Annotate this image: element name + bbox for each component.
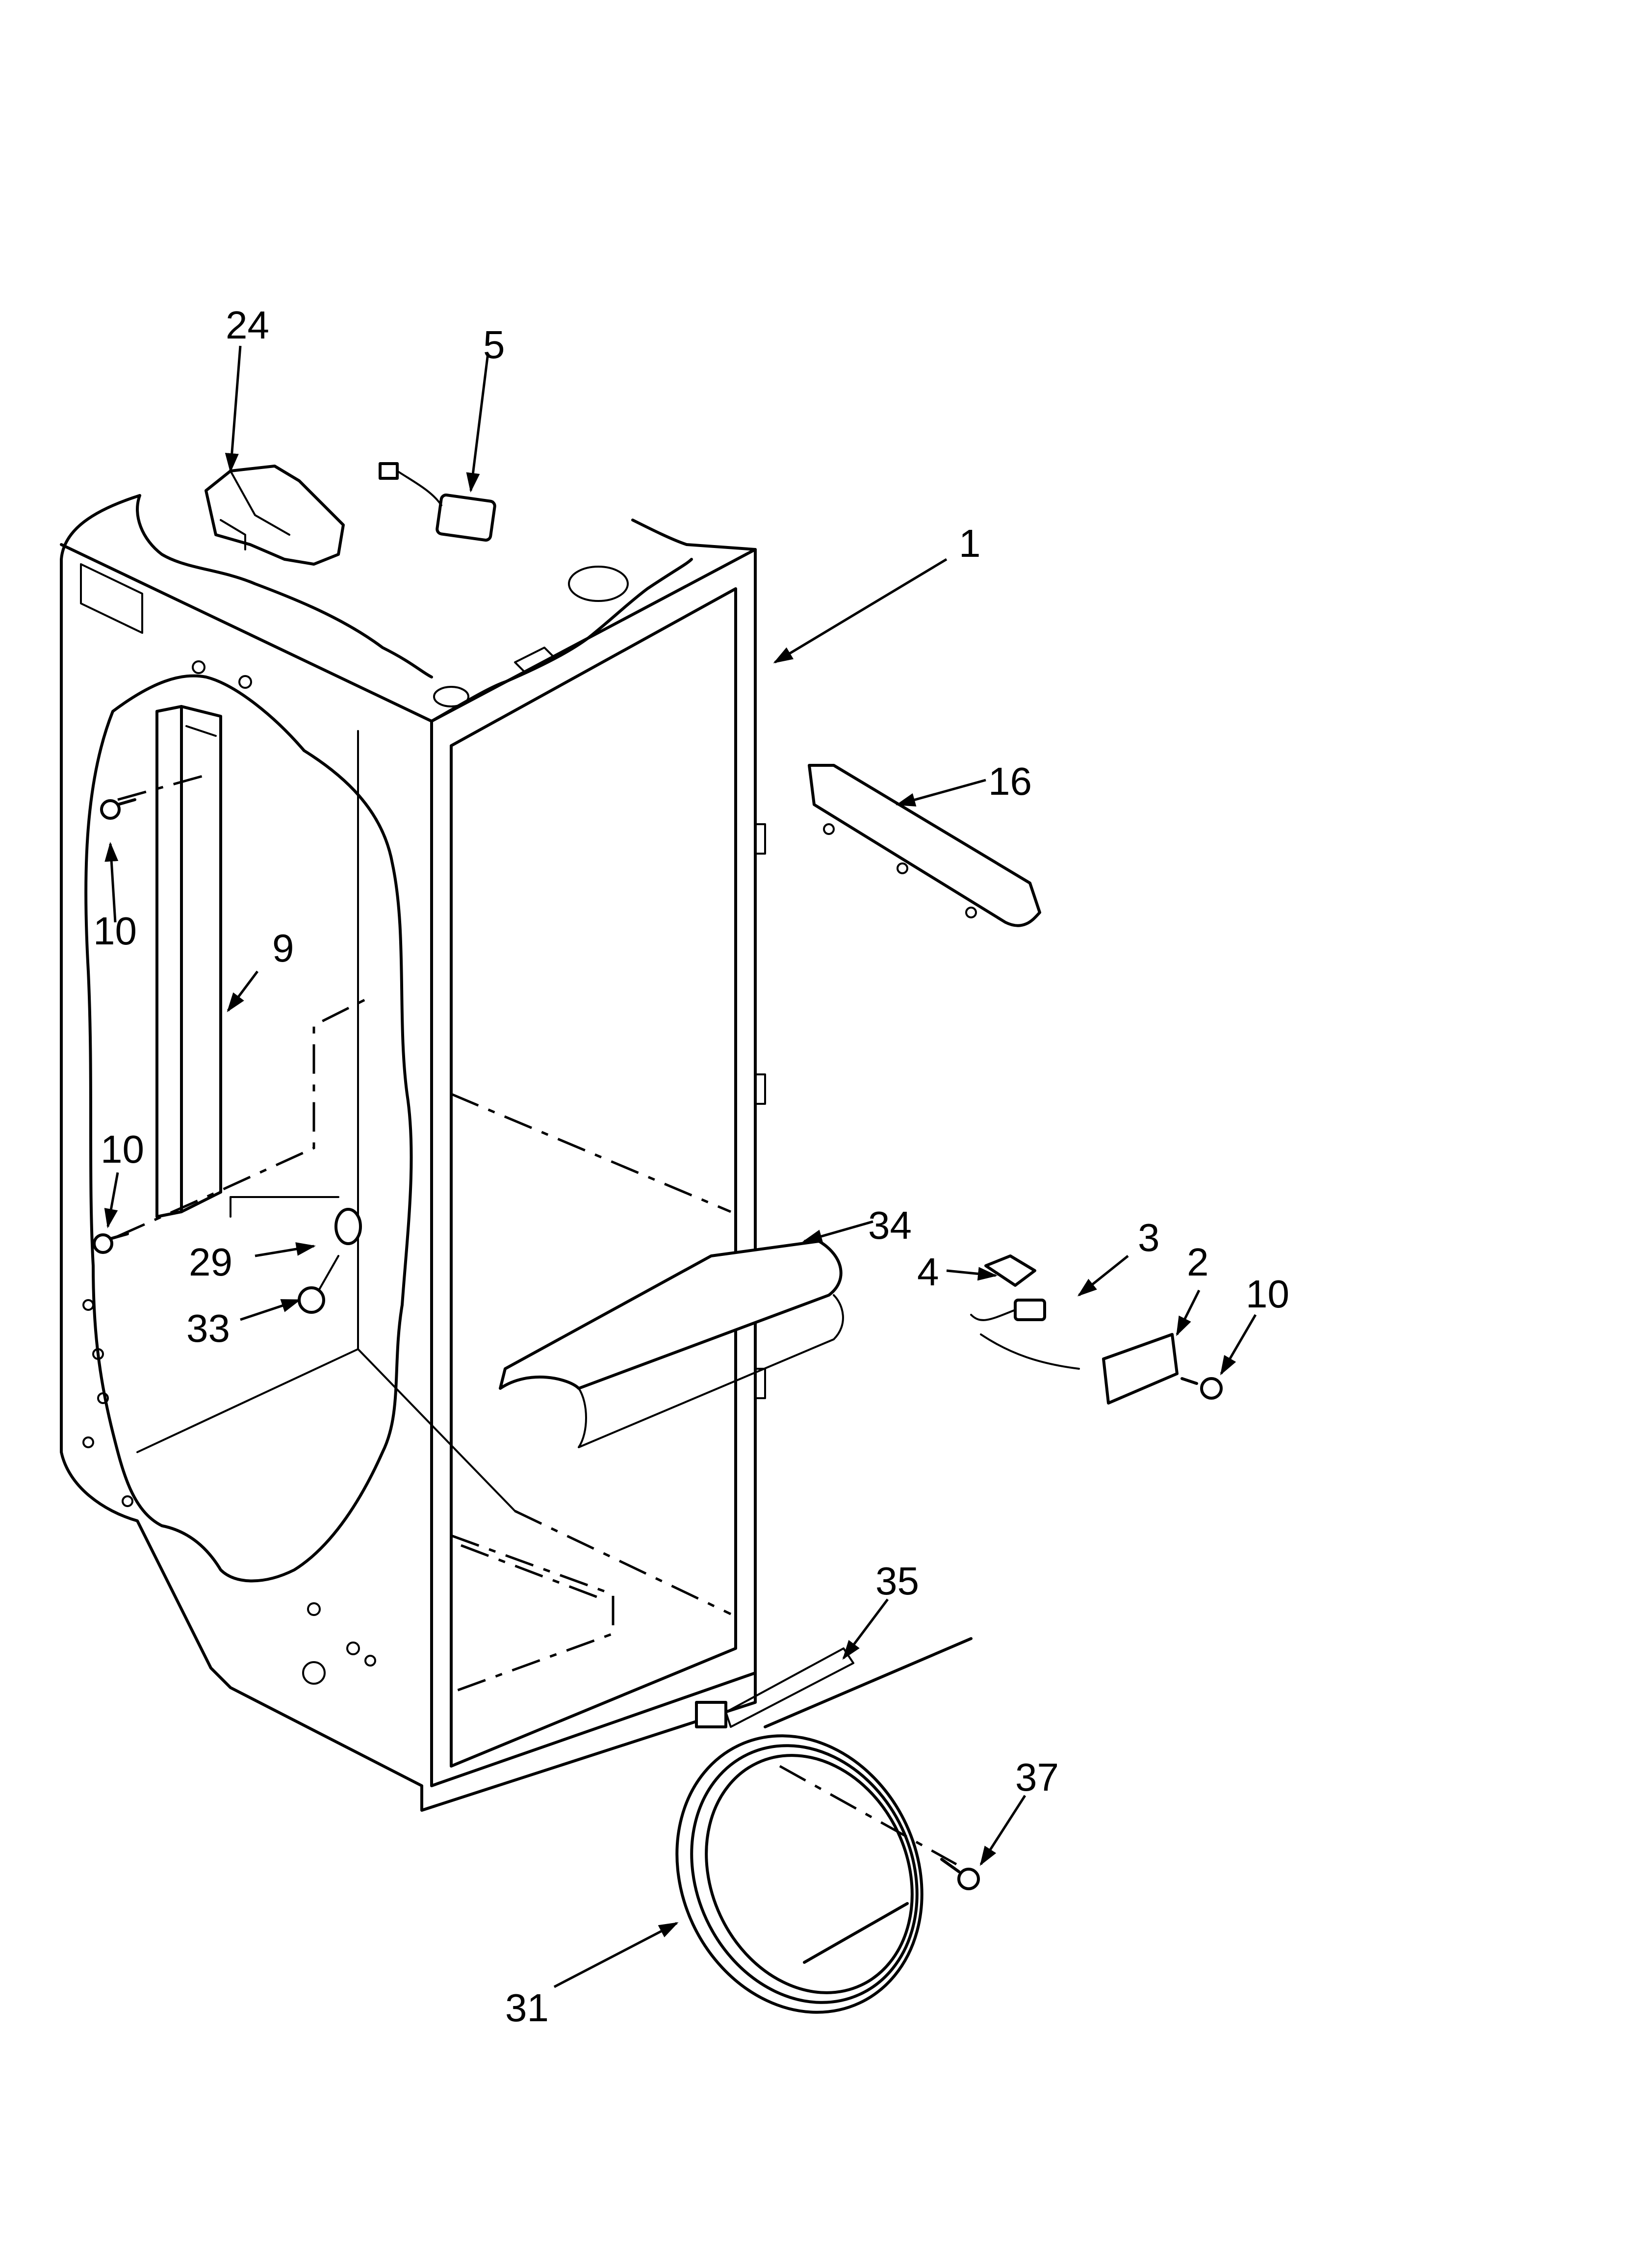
callout-34: 34: [868, 1203, 912, 1247]
callout-10-lower-left: 10: [101, 1127, 144, 1171]
part-16-bracket: [808, 764, 1041, 927]
shelf-ladder: [155, 705, 222, 1218]
callout-1: 1: [959, 521, 981, 565]
part-24-housing: [205, 465, 345, 566]
part-5-switch: [379, 462, 496, 542]
part-33-bulb: [298, 1255, 339, 1314]
part-2-switch: [1102, 1333, 1179, 1405]
callout-37: 37: [1015, 1755, 1059, 1799]
screw-lower-left: [93, 1232, 129, 1254]
part-3-harness: [970, 1299, 1080, 1370]
callout-16: 16: [988, 759, 1032, 803]
callout-29: 29: [189, 1240, 232, 1284]
callout-9: 9: [272, 926, 294, 970]
callout-3: 3: [1138, 1216, 1160, 1259]
part-31-tubing: [675, 1637, 973, 2014]
callout-31: 31: [505, 1986, 549, 2030]
screw-right: [1180, 1377, 1223, 1400]
part-34-cover: [499, 1240, 844, 1448]
screw-upper-left: [100, 798, 136, 820]
callout-24: 24: [226, 303, 269, 347]
cabinet-liner: [60, 494, 766, 1812]
callout-2: 2: [1187, 1240, 1209, 1284]
callout-33: 33: [186, 1306, 230, 1350]
part-37-screw: [779, 1765, 980, 1890]
callout-5: 5: [483, 323, 505, 366]
part-4-clip: [984, 1254, 1036, 1287]
callout-4: 4: [917, 1250, 939, 1294]
callout-35: 35: [875, 1559, 919, 1603]
callout-10-upper-left: 10: [93, 909, 137, 953]
callout-10-right: 10: [1246, 1272, 1289, 1316]
part-29-socket: [230, 1196, 362, 1245]
part-35-tie: [695, 1647, 854, 1728]
